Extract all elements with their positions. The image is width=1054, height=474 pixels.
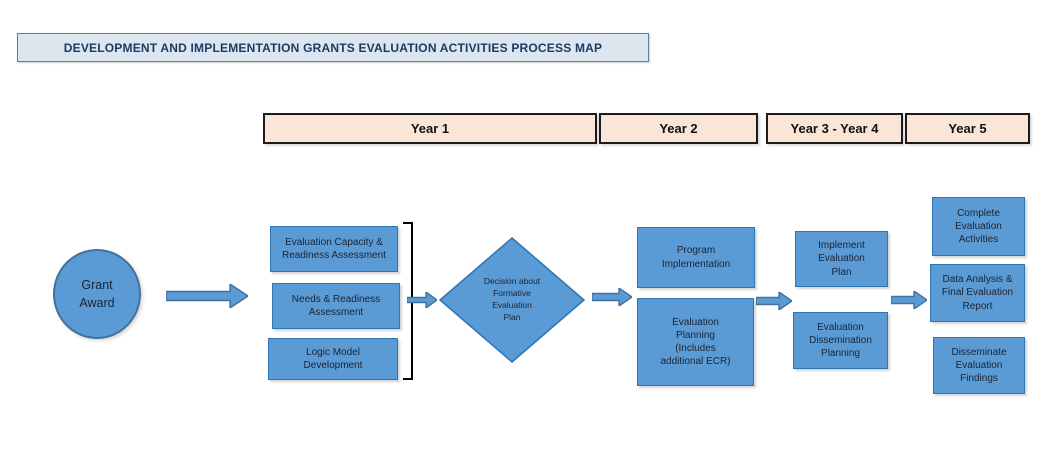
decision-diamond-node: Decision about Formative Evaluation Plan <box>439 237 585 363</box>
arrow-year2-to-year34-icon <box>756 292 792 310</box>
arrow-decision-to-year2-icon <box>592 288 632 306</box>
node-evaluation-planning: Evaluation Planning (Includes additional… <box>637 298 754 386</box>
node-implement-evaluation-plan: Implement Evaluation Plan <box>795 231 888 287</box>
timeline-cell-year5: Year 5 <box>905 113 1030 144</box>
node-program-implementation: Program Implementation <box>637 227 755 288</box>
node-disseminate-findings: Disseminate Evaluation Findings <box>933 337 1025 394</box>
node-needs-readiness: Needs & Readiness Assessment <box>272 283 400 329</box>
node-evaluation-dissemination-planning: Evaluation Dissemination Planning <box>793 312 888 369</box>
arrow-bracket-to-decision-icon <box>407 292 437 308</box>
timeline-cell-year3-year4: Year 3 - Year 4 <box>766 113 903 144</box>
node-complete-evaluation-activities: Complete Evaluation Activities <box>932 197 1025 256</box>
grant-award-node: Grant Award <box>53 249 141 339</box>
decision-label: Decision about Formative Evaluation Plan <box>483 276 541 322</box>
timeline-cell-year2: Year 2 <box>599 113 758 144</box>
arrow-grant-to-assessments-icon <box>166 284 248 308</box>
node-logic-model: Logic Model Development <box>268 338 398 380</box>
arrow-year34-to-year5-icon <box>891 291 927 309</box>
node-evaluation-capacity: Evaluation Capacity & Readiness Assessme… <box>270 226 398 272</box>
page-title: DEVELOPMENT AND IMPLEMENTATION GRANTS EV… <box>17 33 649 62</box>
diamond-shape <box>439 237 585 363</box>
node-data-analysis-report: Data Analysis & Final Evaluation Report <box>930 264 1025 322</box>
timeline-cell-year1: Year 1 <box>263 113 597 144</box>
